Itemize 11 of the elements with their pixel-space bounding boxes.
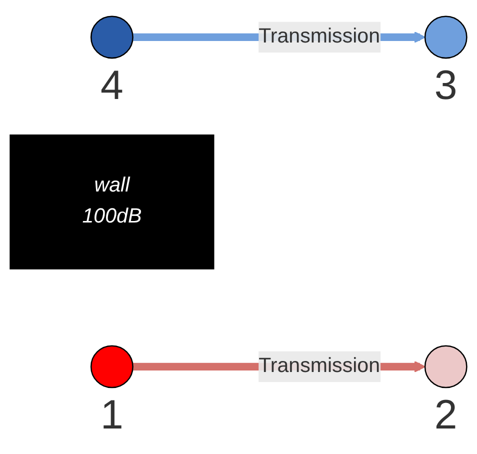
node-circle (90, 345, 134, 388)
node-circle (424, 16, 468, 59)
node-number: 3 (434, 62, 458, 108)
node-circle (90, 16, 134, 59)
edge-label: Transmission (258, 355, 380, 377)
edge-label: Transmission (258, 26, 380, 48)
node-circle (424, 345, 468, 388)
node-number: 1 (100, 392, 124, 438)
node-number: 2 (434, 392, 458, 438)
node-box: wall 100dB (10, 134, 214, 270)
node-number: 4 (100, 62, 124, 108)
